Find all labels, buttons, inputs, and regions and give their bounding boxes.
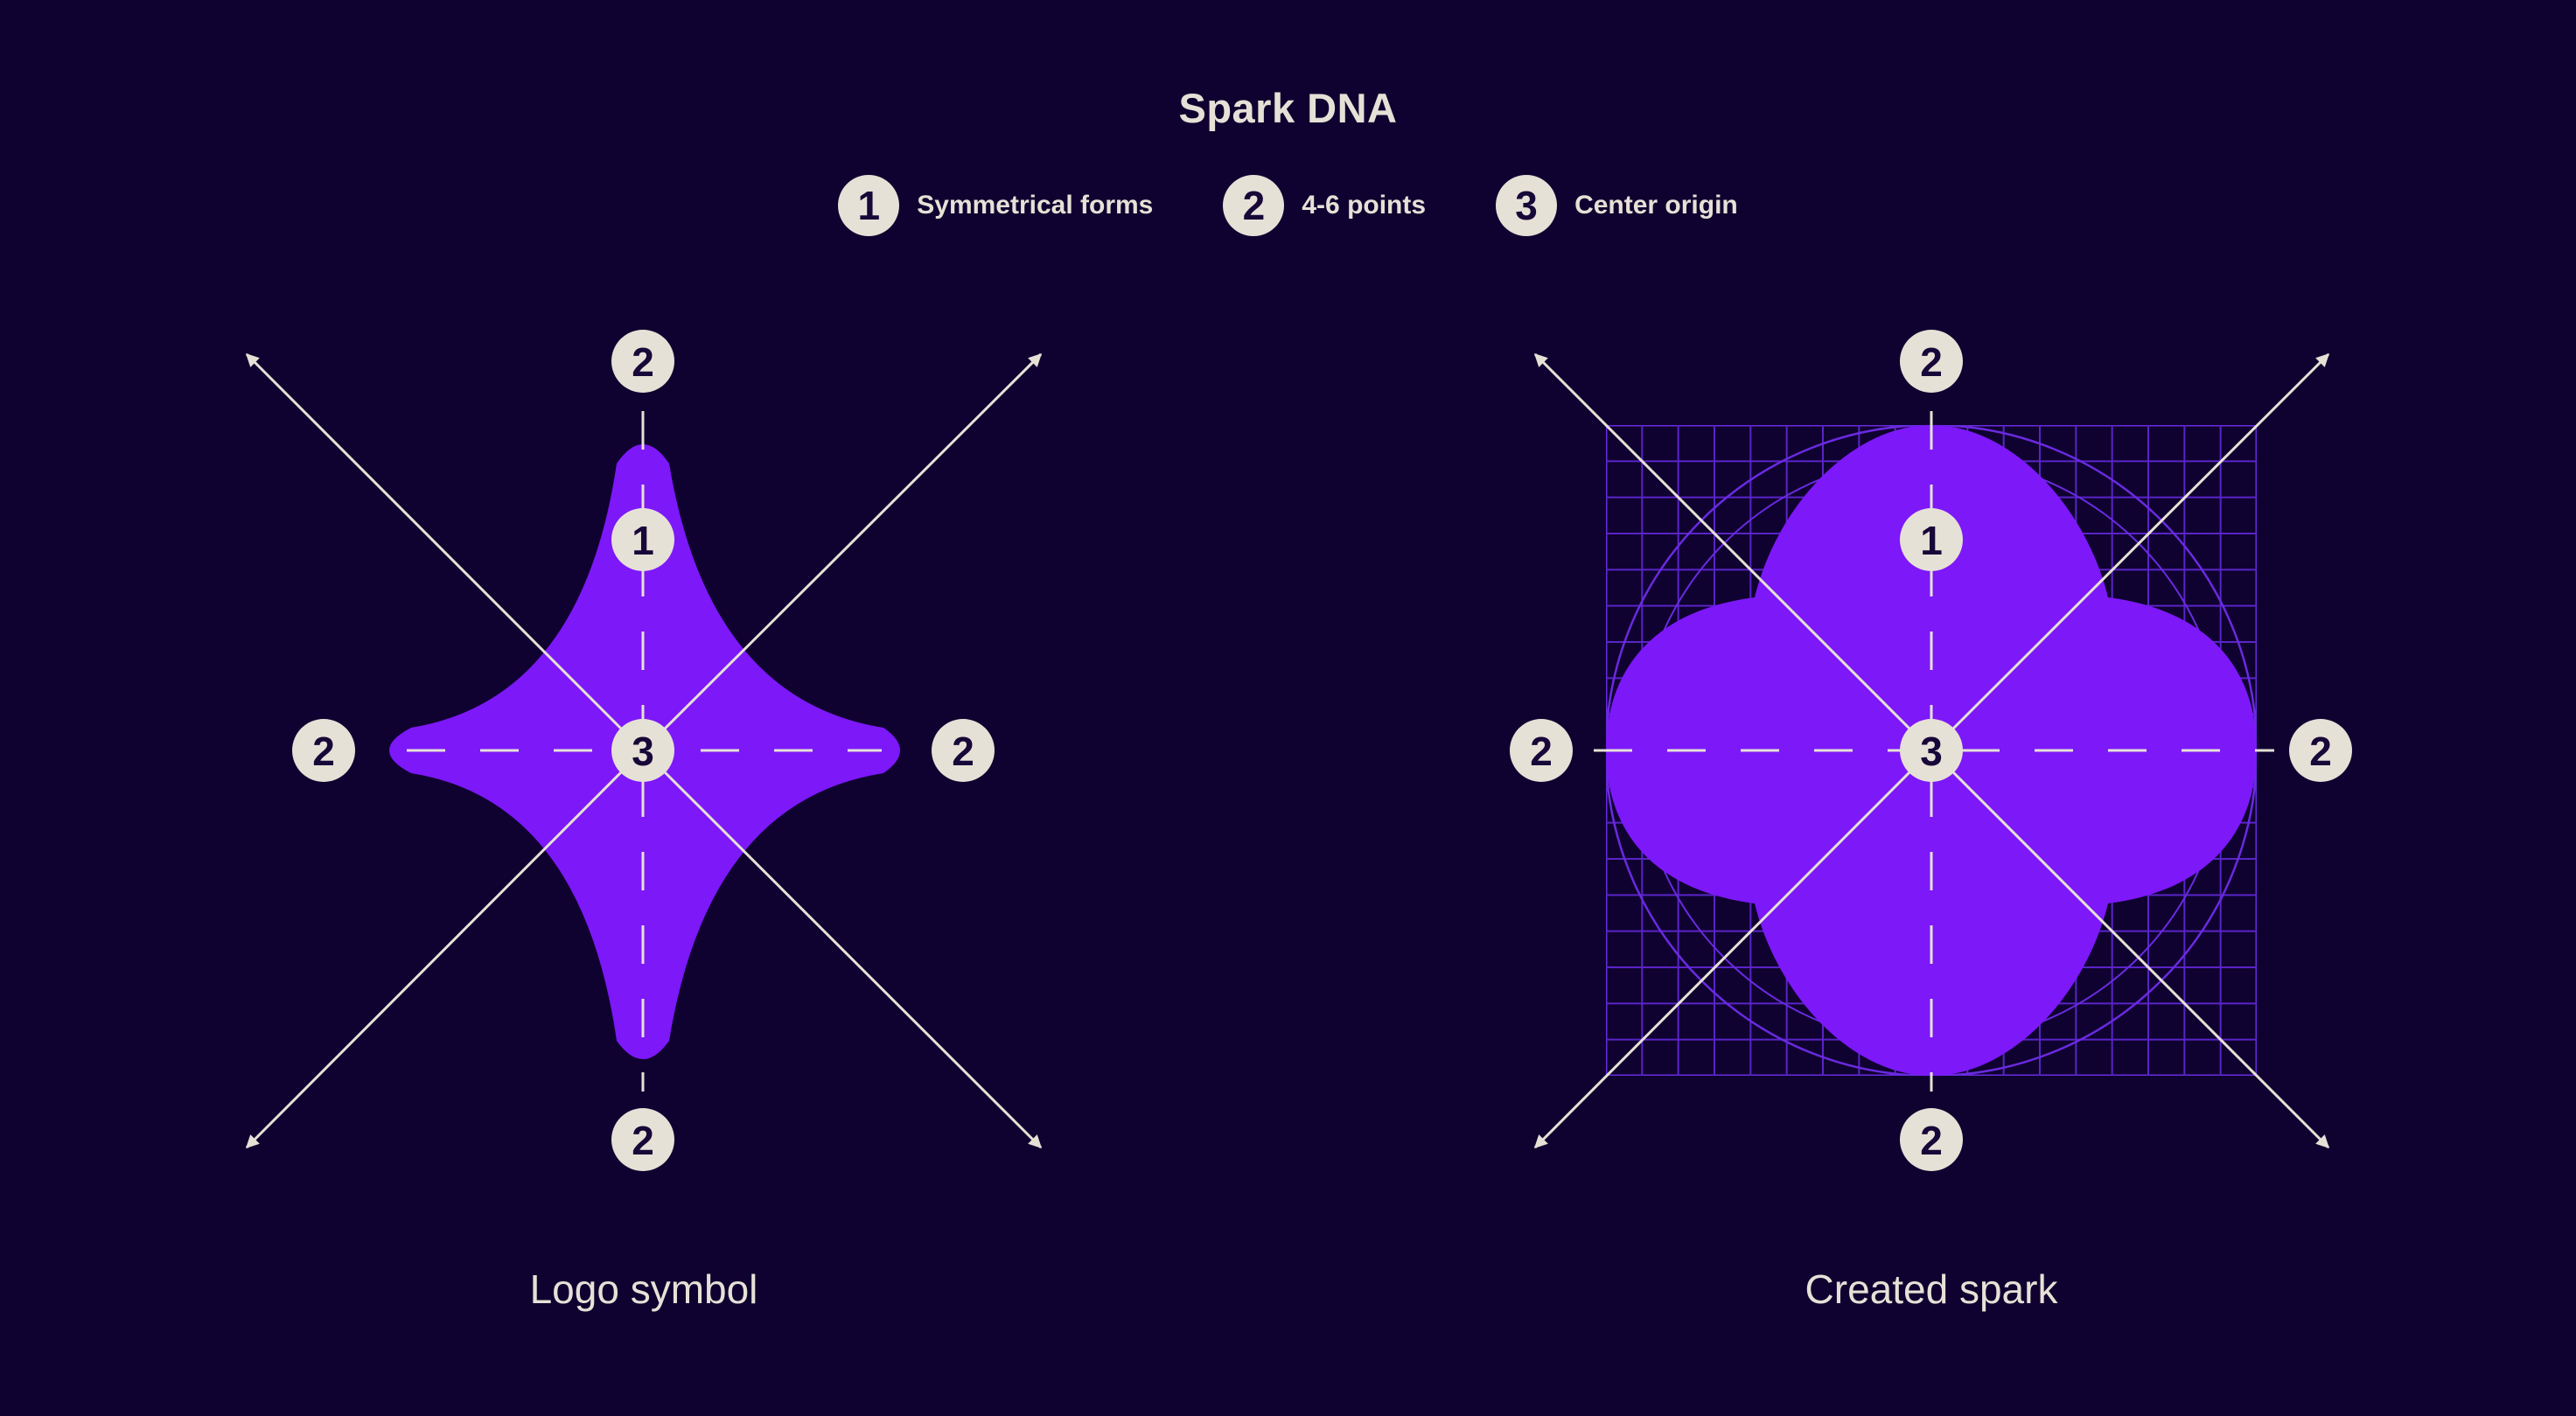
legend-badge-3: 3 <box>1496 175 1558 236</box>
badge-form: 1 <box>611 508 674 571</box>
legend-item-symmetrical-forms: 1 Symmetrical forms <box>838 175 1153 236</box>
badge-point-right: 2 <box>932 719 995 782</box>
axis-arrow-se <box>641 749 1043 1149</box>
svg-text:2: 2 <box>1530 729 1553 774</box>
axis-arrow-nw <box>245 352 645 752</box>
svg-text:2: 2 <box>2309 729 2332 774</box>
legend: 1 Symmetrical forms 2 4-6 points 3 Cente… <box>0 175 2576 236</box>
right-badges: 2 1 3 2 2 2 <box>1510 330 2352 1171</box>
legend-item-points: 2 4-6 points <box>1223 175 1426 236</box>
axis-arrow-sw <box>245 749 645 1149</box>
logo-symbol-panel: 2 1 3 2 2 2 <box>245 330 1043 1171</box>
created-spark-panel: 2 1 3 2 2 2 <box>1510 330 2352 1171</box>
diagonal-axes-right <box>1533 352 2330 1149</box>
svg-text:3: 3 <box>1920 729 1943 774</box>
badge-point-left: 2 <box>292 719 355 782</box>
svg-text:2: 2 <box>952 729 974 774</box>
badge-form: 1 <box>1900 508 1963 571</box>
axis-arrow-ne <box>1930 352 2330 752</box>
badge-center: 3 <box>611 719 674 782</box>
badge-point-top: 2 <box>611 330 674 393</box>
diagonal-axes <box>245 352 1043 1149</box>
badge-point-left: 2 <box>1510 719 1573 782</box>
badge-point-bottom: 2 <box>1900 1108 1963 1171</box>
axis-arrow-ne <box>641 352 1043 752</box>
axis-arrow-se <box>1930 749 2330 1149</box>
legend-item-center-origin: 3 Center origin <box>1496 175 1738 236</box>
svg-text:3: 3 <box>632 729 654 774</box>
legend-label: Symmetrical forms <box>917 191 1154 220</box>
badge-point-top: 2 <box>1900 330 1963 393</box>
page-title: Spark DNA <box>1178 85 1398 131</box>
caption-logo-symbol: Logo symbol <box>529 1266 758 1312</box>
caption-created-spark: Created spark <box>1805 1266 2058 1312</box>
badge-center: 3 <box>1900 719 1963 782</box>
svg-text:1: 1 <box>1920 518 1943 563</box>
legend-label: Center origin <box>1574 191 1738 220</box>
legend-badge-1: 1 <box>838 175 900 236</box>
legend-label: 4-6 points <box>1302 191 1427 220</box>
left-badges: 2 1 3 2 2 2 <box>292 330 995 1171</box>
svg-text:2: 2 <box>1920 339 1943 385</box>
svg-text:2: 2 <box>632 339 654 385</box>
axis-arrow-nw <box>1533 352 1933 752</box>
axis-arrow-sw <box>1533 749 1933 1149</box>
svg-text:1: 1 <box>632 518 654 563</box>
svg-text:2: 2 <box>632 1118 654 1163</box>
badge-point-right: 2 <box>2289 719 2352 782</box>
svg-text:2: 2 <box>312 729 335 774</box>
legend-badge-2: 2 <box>1223 175 1285 236</box>
badge-point-bottom: 2 <box>611 1108 674 1171</box>
svg-text:2: 2 <box>1920 1118 1943 1163</box>
